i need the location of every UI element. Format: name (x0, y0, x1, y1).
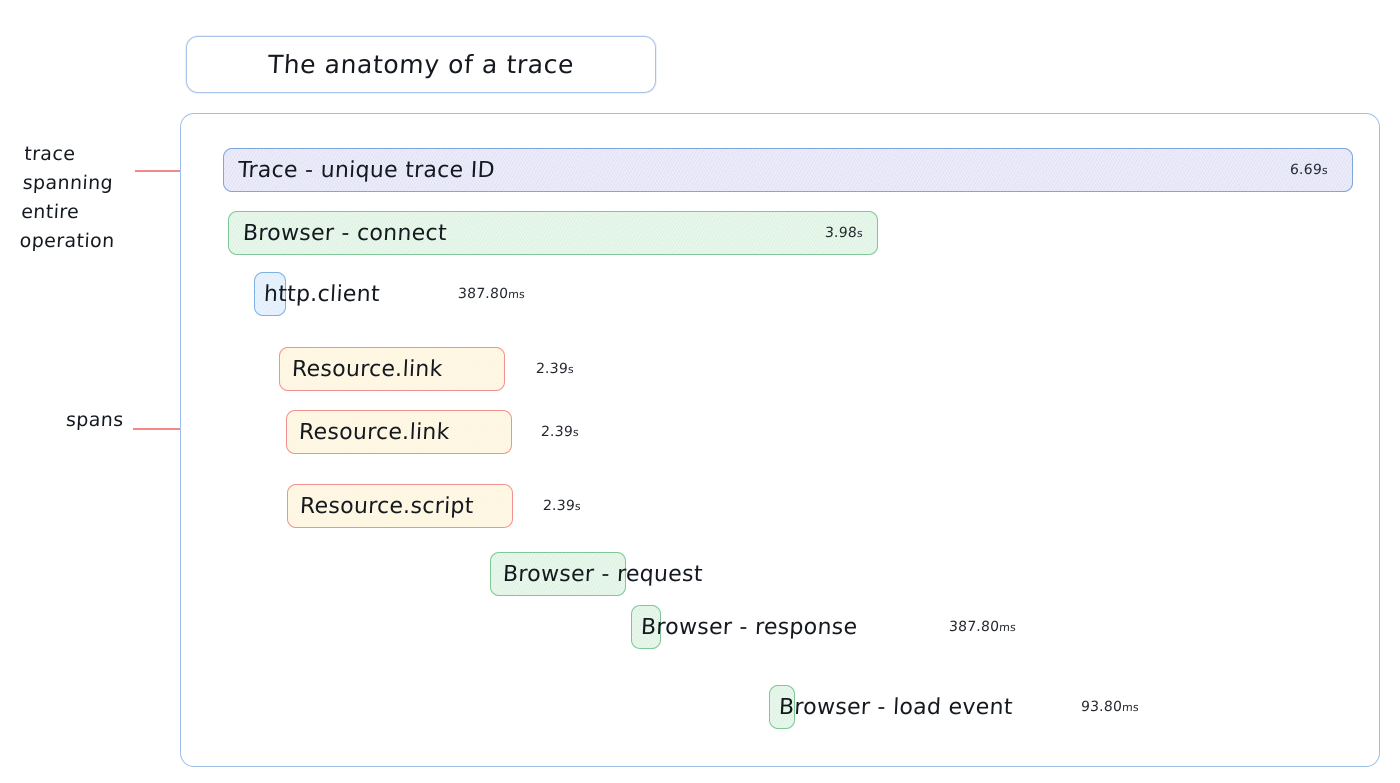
page-title: The anatomy of a trace (267, 50, 575, 79)
trace-annotation-label: trace spanning entire operation (19, 143, 116, 252)
title-box: The anatomy of a trace (186, 36, 656, 93)
resource-link-bar-1[interactable] (279, 347, 505, 391)
trace-bar-label: Trace - unique trace ID (237, 157, 496, 183)
browser-request-bar[interactable] (490, 552, 626, 596)
resource-link-bar-2-label: Resource.link (298, 419, 451, 445)
resource-link-bar-1-label: Resource.link (291, 356, 444, 382)
http-client-bar-label: http.client (263, 281, 381, 307)
resource-script-bar-label: Resource.script (299, 493, 475, 519)
trace-bar[interactable] (223, 148, 1353, 192)
browser-request-bar-label: Browser - request (502, 561, 704, 587)
resource-link-bar-2[interactable] (286, 410, 512, 454)
browser-connect-bar[interactable] (228, 211, 878, 255)
trace-annotation-leader-line (135, 170, 195, 172)
resource-script-bar[interactable] (287, 484, 513, 528)
browser-response-bar[interactable] (631, 605, 661, 649)
spans-annotation-label: spans (65, 409, 125, 431)
browser-load-event-bar[interactable] (769, 685, 795, 729)
browser-connect-bar-label: Browser - connect (242, 220, 448, 246)
browser-load-event-bar-label: Browser - load event (778, 694, 1014, 720)
spans-annotation-leader-line (133, 428, 193, 430)
browser-response-bar-label: Browser - response (640, 614, 859, 640)
http-client-bar[interactable] (254, 272, 286, 316)
